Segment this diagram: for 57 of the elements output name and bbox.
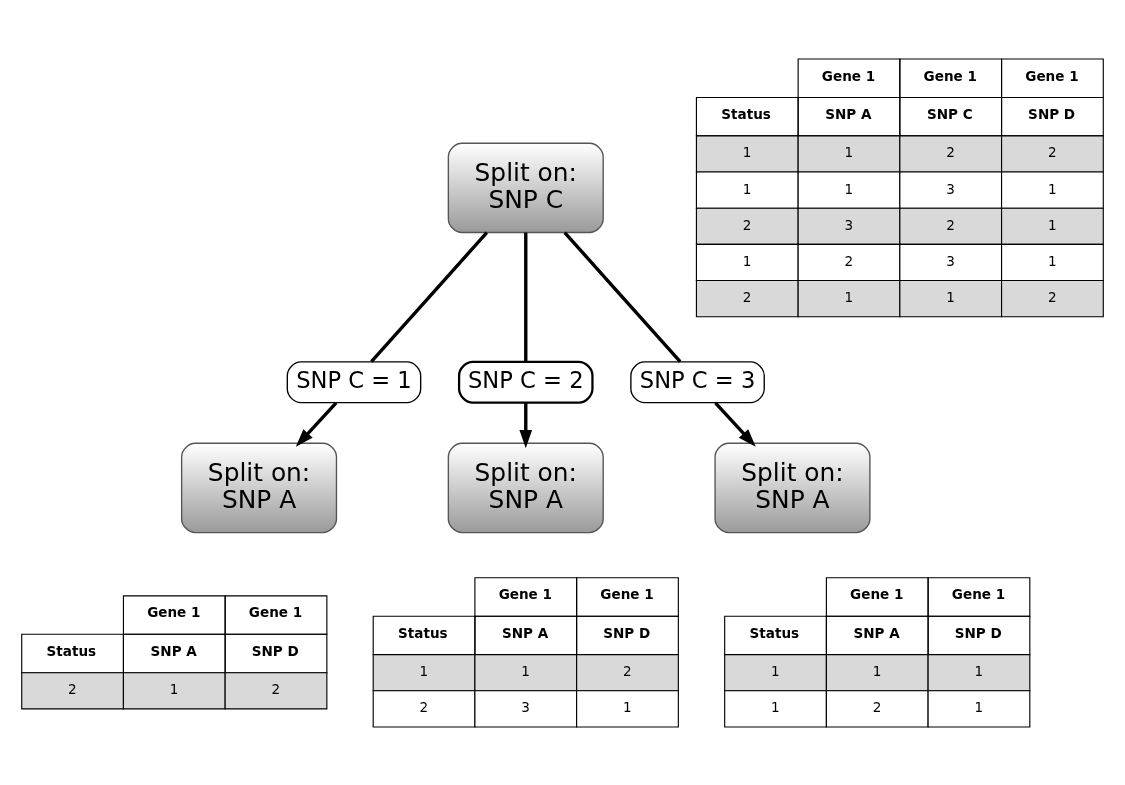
label: 1 bbox=[1047, 252, 1057, 269]
label: 2 bbox=[1047, 288, 1057, 305]
label: Gene 1 bbox=[248, 603, 303, 620]
label: Status bbox=[749, 624, 800, 641]
label: 1 bbox=[742, 252, 752, 269]
label: SNP A bbox=[853, 624, 900, 641]
label: 3 bbox=[521, 698, 530, 715]
label: 1 bbox=[771, 698, 780, 715]
label: 2 bbox=[742, 288, 752, 305]
label: SNP A bbox=[502, 624, 549, 641]
label: 2 bbox=[946, 143, 955, 160]
label: 2 bbox=[419, 698, 429, 715]
label: 1 bbox=[872, 662, 882, 679]
label: SNP D bbox=[1028, 105, 1076, 122]
label: 2 bbox=[1047, 143, 1057, 160]
label: 3 bbox=[844, 216, 854, 233]
label: SNP A bbox=[150, 642, 197, 659]
label: 1 bbox=[844, 288, 854, 305]
label: 2 bbox=[946, 216, 955, 233]
label: 1 bbox=[946, 288, 955, 305]
label: 2 bbox=[844, 252, 854, 269]
label: Status bbox=[46, 642, 97, 659]
label: 1 bbox=[844, 180, 854, 197]
label: 1 bbox=[1047, 216, 1057, 233]
label: 2 bbox=[622, 662, 632, 679]
label: 1 bbox=[742, 143, 752, 160]
label: 1 bbox=[974, 662, 984, 679]
label: SNP C bbox=[926, 105, 973, 122]
label: Gene 1 bbox=[850, 585, 904, 602]
label: Gene 1 bbox=[821, 67, 876, 84]
label: Gene 1 bbox=[951, 585, 1006, 602]
label: 2 bbox=[742, 216, 752, 233]
label: 2 bbox=[271, 680, 281, 697]
label: 1 bbox=[771, 662, 780, 679]
label: 1 bbox=[169, 680, 179, 697]
label: SNP D bbox=[251, 642, 299, 659]
label: 3 bbox=[946, 252, 955, 269]
label: 1 bbox=[521, 662, 530, 679]
label: 1 bbox=[1047, 180, 1057, 197]
label: 1 bbox=[622, 698, 632, 715]
label: 1 bbox=[844, 143, 854, 160]
label: SNP D bbox=[954, 624, 1002, 641]
label: 2 bbox=[872, 698, 882, 715]
label: 1 bbox=[419, 662, 429, 679]
label: SNP A bbox=[825, 105, 872, 122]
label: Gene 1 bbox=[147, 603, 201, 620]
label: Gene 1 bbox=[600, 585, 654, 602]
label: SNP D bbox=[603, 624, 651, 641]
label: Status bbox=[398, 624, 448, 641]
label: Gene 1 bbox=[1025, 67, 1079, 84]
label: 1 bbox=[974, 698, 984, 715]
label: 1 bbox=[742, 180, 752, 197]
label: 3 bbox=[946, 180, 955, 197]
label: 2 bbox=[68, 680, 77, 697]
label: Status bbox=[721, 105, 771, 122]
label: Gene 1 bbox=[923, 67, 977, 84]
label: Gene 1 bbox=[498, 585, 552, 602]
